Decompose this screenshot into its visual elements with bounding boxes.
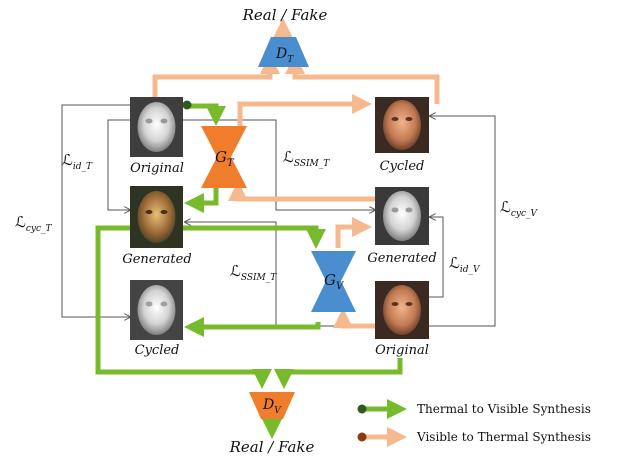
loss-id-t: ℒid_T [62, 151, 93, 172]
ssim-t-upper-line [183, 119, 375, 210]
svg-text:Visible to Thermal Synthesis: Visible to Thermal Synthesis [416, 430, 591, 444]
peach-to-dt-right [285, 54, 440, 104]
thermal-original-image [130, 97, 183, 157]
gv-to-gen-v [335, 217, 372, 248]
image-captions: Original Generated Cycled Cycled Generat… [122, 159, 436, 358]
visible-original-image [375, 281, 429, 339]
generator-gt: GT [201, 126, 247, 188]
svg-text:DV: DV [262, 397, 282, 416]
top-output-label: Real / Fake [242, 6, 328, 24]
loss-cyc-v: ℒcyc_V [500, 198, 538, 219]
id-v-line [429, 217, 444, 298]
gt-to-gen-t [184, 188, 219, 213]
orig-t-to-gt [187, 103, 226, 126]
thermal-generated-image [130, 186, 183, 248]
ssim-t-lower-line [185, 222, 375, 327]
caption-visible-original: Original [375, 343, 429, 358]
svg-text:GV: GV [324, 271, 345, 292]
face-images [130, 97, 429, 340]
discriminator-dt: DT [258, 37, 309, 67]
loss-ssim-t-lower: ℒSSIM_T [230, 262, 277, 283]
bottom-output-label: Real / Fake [229, 438, 315, 456]
gt-to-cycled [237, 94, 372, 126]
caption-thermal-generated: Generated [122, 252, 191, 267]
loss-cyc-t: ℒcyc_T [15, 213, 52, 234]
cyc-v-line [429, 116, 496, 327]
visible-cycled-image [375, 97, 429, 153]
loss-id-v: ℒid_V [449, 254, 481, 275]
legend-item-thermal-to-visible: Thermal to Visible Synthesis [357, 399, 591, 419]
caption-thermal-cycled: Cycled [135, 343, 180, 358]
gen-t-to-dv [95, 225, 272, 389]
discriminator-dv: DV [249, 392, 295, 419]
visible-generated-image [375, 187, 429, 245]
legend-item-visible-to-thermal: Visible to Thermal Synthesis [357, 427, 591, 447]
svg-text:GT: GT [215, 148, 235, 169]
caption-visible-cycled: Cycled [380, 159, 425, 174]
gen-t-to-gv [183, 225, 326, 249]
loss-lines [61, 104, 496, 327]
thermal-source-dot [182, 100, 192, 110]
orig-v-to-gv [333, 308, 378, 329]
peach-to-dt-left [152, 54, 280, 97]
thermal-cycled-image [130, 280, 183, 340]
gen-v-to-gt [228, 181, 375, 202]
loss-labels: ℒid_T ℒcyc_T ℒSSIM_T ℒSSIM_T ℒcyc_V ℒid_… [15, 148, 538, 283]
svg-text:DT: DT [275, 46, 294, 65]
thermal-to-visible-arrows [95, 103, 403, 439]
orig-v-to-dv [274, 358, 403, 389]
generator-gv: GV [311, 251, 356, 312]
visible-to-thermal-arrows [152, 18, 440, 329]
id-t-line [107, 119, 130, 210]
caption-thermal-original: Original [130, 161, 184, 176]
loss-ssim-t-upper: ℒSSIM_T [283, 148, 330, 169]
caption-visible-generated: Generated [367, 251, 436, 266]
svg-text:Thermal to Visible Synthesis: Thermal to Visible Synthesis [417, 402, 591, 416]
legend: Thermal to Visible Synthesis Visible to … [357, 399, 591, 447]
gv-to-cycled-t [184, 317, 321, 337]
